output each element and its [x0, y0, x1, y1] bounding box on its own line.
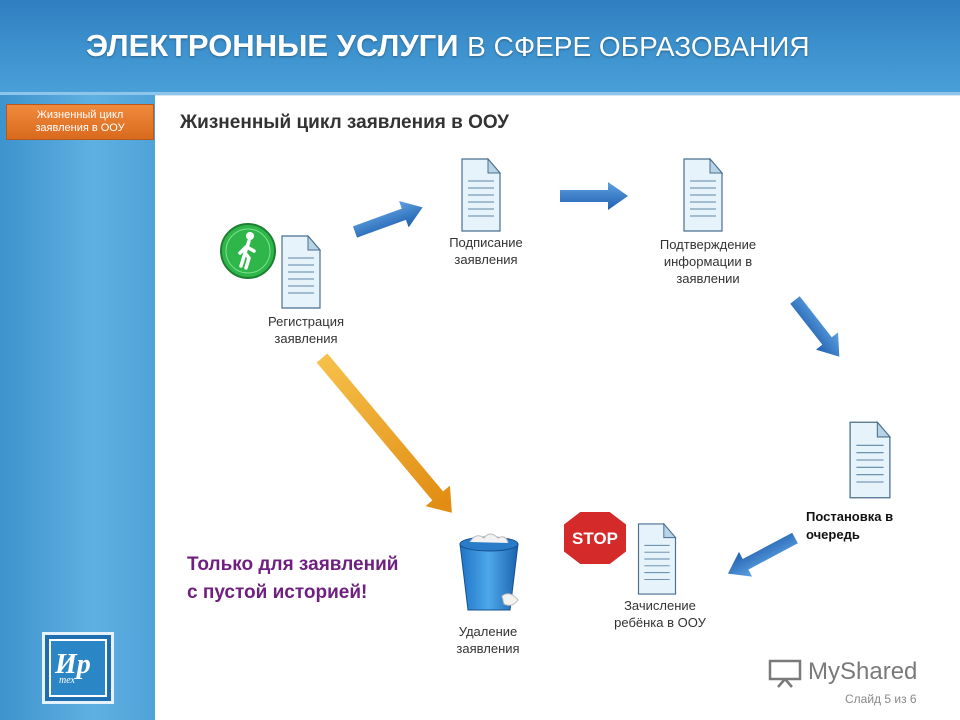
document-icon — [637, 522, 677, 595]
sidebar-item-lifecycle[interactable]: Жизненный цикл заявления в ООУ — [6, 104, 154, 140]
company-logo: Ир тех — [42, 632, 114, 704]
node-label-enrollment: Зачисление ребёнка в ООУ — [614, 598, 706, 630]
slide-counter: Слайд 5 из 6 — [845, 692, 917, 706]
watermark-text: MyShared — [808, 658, 918, 685]
note-line-2: с пустой историей! — [187, 582, 368, 603]
diagram-title: Жизненный цикл заявления в ООУ — [180, 112, 509, 133]
logo-mark: Ир — [55, 649, 91, 680]
title-rest: В СФЕРЕ ОБРАЗОВАНИЯ — [467, 31, 810, 62]
presentation-icon — [768, 659, 802, 688]
page-title: ЭЛЕКТРОННЫЕ УСЛУГИ В СФЕРЕ ОБРАЗОВАНИЯ — [86, 28, 810, 64]
arrow-to-enrollment — [727, 532, 798, 577]
node-label-signing: Подписание заявления — [449, 235, 523, 267]
document-icon — [849, 420, 892, 499]
divider — [155, 95, 960, 96]
title-bold: ЭЛЕКТРОННЫЕ УСЛУГИ — [86, 28, 459, 63]
trash-bin-icon — [459, 533, 519, 611]
stop-sign-text: STOP — [572, 529, 618, 548]
node-label-queue: Постановка в очередь — [806, 509, 894, 542]
node-label-confirmation: Подтверждение информации в заявлении — [659, 237, 757, 286]
logo-sub: тех — [59, 675, 75, 686]
watermark: MyShared — [768, 658, 928, 688]
arrow-to-signing — [352, 201, 423, 238]
node-label-deletion: Удаление заявления — [456, 624, 520, 656]
arrow-to-queue — [790, 296, 840, 357]
walk-icon — [220, 223, 276, 279]
document-icon — [281, 234, 322, 309]
deletion-note: Только для заявлений с пустой историей! — [187, 551, 398, 607]
sidebar — [0, 95, 155, 720]
stop-sign-icon: STOP — [562, 510, 628, 566]
node-label-registration: Регистрация заявления — [268, 314, 344, 346]
document-icon — [461, 157, 502, 232]
document-icon — [683, 157, 724, 232]
arrow-to-confirmation — [560, 182, 628, 210]
arrow-to-deletion — [316, 353, 452, 513]
note-line-1: Только для заявлений — [187, 554, 399, 575]
header-banner: ЭЛЕКТРОННЫЕ УСЛУГИ В СФЕРЕ ОБРАЗОВАНИЯ — [0, 0, 960, 95]
